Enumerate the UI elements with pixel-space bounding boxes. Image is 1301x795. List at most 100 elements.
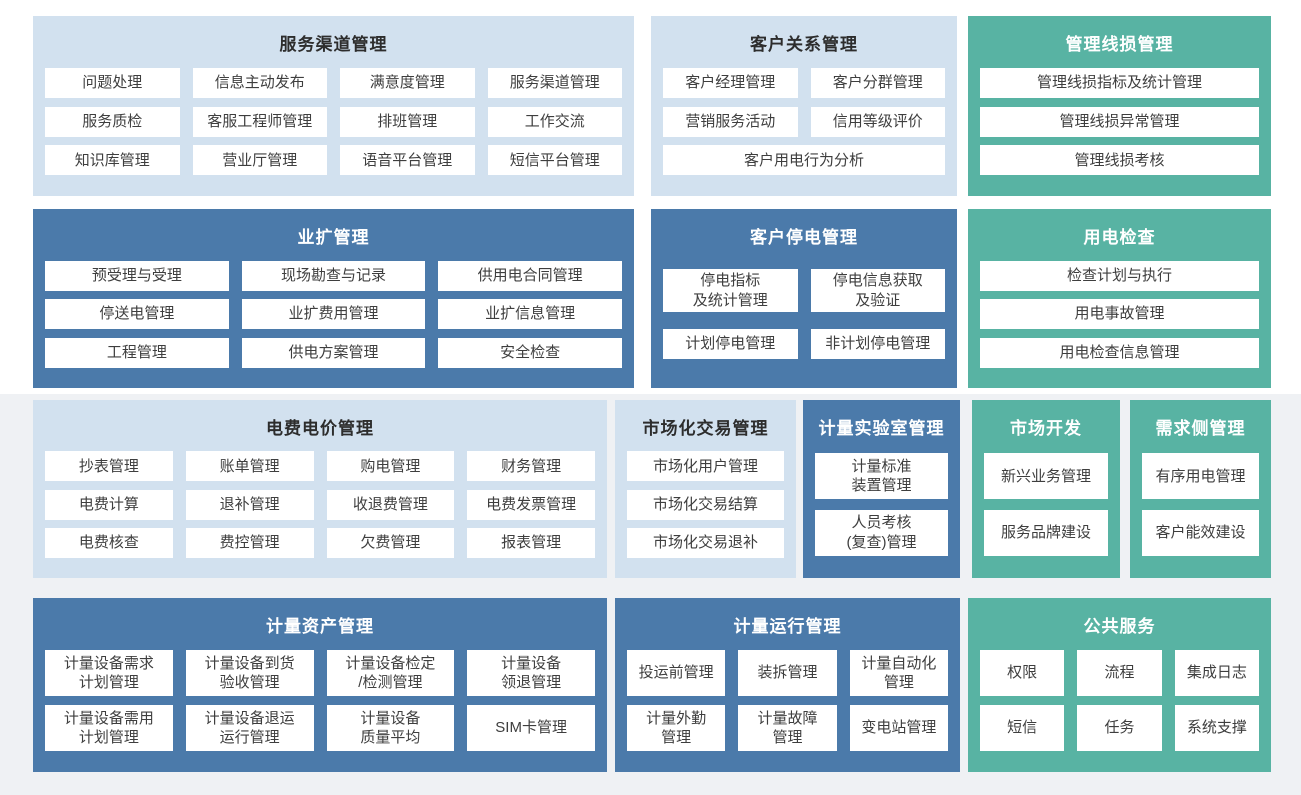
module-item: 排班管理	[340, 106, 475, 137]
module-item: 停电信息获取 及验证	[810, 269, 945, 312]
module-row: 服务质检客服工程师管理排班管理工作交流	[45, 106, 622, 137]
section-rows: 抄表管理账单管理购电管理财务管理电费计算退补管理收退费管理电费发票管理电费核查费…	[45, 443, 595, 566]
module-item: 集成日志	[1174, 650, 1259, 696]
module-item: 权限	[980, 650, 1065, 696]
module-item: 计量设备需求 计划管理	[45, 650, 173, 696]
module-item: 管理线损考核	[980, 145, 1259, 176]
module-item: 服务品牌建设	[984, 509, 1108, 556]
module-row: 用电检查信息管理	[980, 337, 1259, 368]
module-item: 满意度管理	[340, 67, 475, 98]
module-row: 客户经理管理客户分群管理	[663, 67, 945, 98]
module-item: 管理线损异常管理	[980, 106, 1259, 137]
module-item: 费控管理	[185, 527, 314, 558]
module-item: 客户分群管理	[810, 67, 945, 98]
module-item: 安全检查	[438, 337, 623, 368]
module-item: 计量设备需用 计划管理	[45, 705, 173, 751]
module-item: 知识库管理	[45, 145, 180, 176]
module-item: 问题处理	[45, 67, 180, 98]
module-item: 现场勘查与记录	[241, 260, 426, 291]
module-item: 变电站管理	[849, 705, 948, 751]
section-title-metering-lab: 计量实验室管理	[818, 419, 945, 438]
section-title-tariff: 电费电价管理	[266, 419, 374, 438]
module-item: 语音平台管理	[340, 145, 475, 176]
module-item: 供用电合同管理	[438, 260, 623, 291]
module-row: 计量标准 装置管理	[815, 453, 948, 500]
module-item: 电费计算	[45, 489, 173, 520]
section-title-service-channel: 服务渠道管理	[279, 35, 388, 54]
section-rows: 停电指标 及统计管理停电信息获取 及验证计划停电管理非计划停电管理	[663, 252, 945, 376]
section-business-expansion: 业扩管理预受理与受理现场勘查与记录供用电合同管理停送电管理业扩费用管理业扩信息管…	[33, 209, 634, 388]
module-row: 抄表管理账单管理购电管理财务管理	[45, 451, 595, 482]
module-row: 客户能效建设	[1142, 509, 1259, 556]
module-row: 客户用电行为分析	[663, 145, 945, 176]
module-item: 信用等级评价	[810, 106, 945, 137]
module-item: 非计划停电管理	[810, 329, 945, 359]
section-rows: 问题处理信息主动发布满意度管理服务渠道管理服务质检客服工程师管理排班管理工作交流…	[45, 59, 622, 184]
section-title-public-services: 公共服务	[1083, 617, 1156, 636]
module-item: 收退费管理	[326, 489, 455, 520]
module-item: 计量自动化 管理	[849, 650, 948, 696]
module-item: 业扩费用管理	[241, 299, 426, 329]
module-row: 计量外勤 管理计量故障 管理变电站管理	[627, 705, 948, 751]
module-item: 工程管理	[45, 337, 229, 368]
module-item: 市场化交易结算	[627, 489, 784, 520]
section-title-market-development: 市场开发	[1010, 419, 1082, 438]
module-row: 服务品牌建设	[984, 509, 1108, 556]
module-item: 停送电管理	[45, 299, 229, 329]
section-rows: 权限流程集成日志短信任务系统支撑	[980, 641, 1259, 760]
module-item: 营销服务活动	[663, 106, 798, 137]
module-row: 市场化交易结算	[627, 489, 784, 520]
module-item: 计量设备 领退管理	[467, 650, 595, 696]
module-row: 计划停电管理非计划停电管理	[663, 329, 945, 359]
module-row: 停电指标 及统计管理停电信息获取 及验证	[663, 269, 945, 312]
section-market-trading: 市场化交易管理市场化用户管理市场化交易结算市场化交易退补	[615, 400, 796, 578]
module-row: 管理线损异常管理	[980, 106, 1259, 137]
section-demand-side: 需求侧管理有序用电管理客户能效建设	[1130, 400, 1271, 578]
module-row: 投运前管理装拆管理计量自动化 管理	[627, 650, 948, 696]
module-row: 新兴业务管理	[984, 453, 1108, 500]
section-tariff: 电费电价管理抄表管理账单管理购电管理财务管理电费计算退补管理收退费管理电费发票管…	[33, 400, 607, 578]
module-item: 服务渠道管理	[487, 67, 622, 98]
module-item: 客户能效建设	[1142, 509, 1259, 556]
section-title-demand-side: 需求侧管理	[1155, 419, 1246, 438]
module-row: 电费计算退补管理收退费管理电费发票管理	[45, 489, 595, 520]
section-rows: 有序用电管理客户能效建设	[1142, 443, 1259, 566]
section-title-business-expansion: 业扩管理	[297, 228, 370, 247]
module-item: 供电方案管理	[241, 337, 426, 368]
module-item: 市场化交易退补	[627, 527, 784, 558]
module-item: 计量设备到货 验收管理	[185, 650, 314, 696]
module-row: 人员考核 (复查)管理	[815, 509, 948, 556]
section-rows: 客户经理管理客户分群管理营销服务活动信用等级评价客户用电行为分析	[663, 59, 945, 184]
module-row: 权限流程集成日志	[980, 650, 1259, 696]
module-item: 业扩信息管理	[438, 299, 623, 329]
section-title-customer-outage: 客户停电管理	[750, 228, 858, 247]
module-item: 计划停电管理	[663, 329, 798, 359]
module-row: 市场化交易退补	[627, 527, 784, 558]
module-row: 计量设备需求 计划管理计量设备到货 验收管理计量设备检定 /检测管理计量设备 领…	[45, 650, 595, 696]
module-item: 计量设备检定 /检测管理	[326, 650, 455, 696]
section-market-development: 市场开发新兴业务管理服务品牌建设	[972, 400, 1120, 578]
section-rows: 市场化用户管理市场化交易结算市场化交易退补	[627, 443, 784, 566]
section-rows: 新兴业务管理服务品牌建设	[984, 443, 1108, 566]
module-row: 管理线损考核	[980, 145, 1259, 176]
module-item: 用电检查信息管理	[980, 337, 1259, 368]
module-item: SIM卡管理	[467, 705, 595, 751]
module-item: 计量标准 装置管理	[815, 453, 948, 500]
section-power-inspection: 用电检查检查计划与执行用电事故管理用电检查信息管理	[968, 209, 1271, 388]
module-row: 管理线损指标及统计管理	[980, 67, 1259, 98]
module-item: 客户经理管理	[663, 67, 798, 98]
section-title-customer-relationship: 客户关系管理	[750, 35, 858, 54]
module-item: 装拆管理	[738, 650, 837, 696]
module-row: 用电事故管理	[980, 299, 1259, 329]
section-rows: 管理线损指标及统计管理管理线损异常管理管理线损考核	[980, 59, 1259, 184]
section-title-metering-assets: 计量资产管理	[266, 617, 374, 636]
module-item: 市场化用户管理	[627, 451, 784, 482]
module-item: 客户用电行为分析	[663, 145, 945, 176]
section-title-market-trading: 市场化交易管理	[642, 419, 769, 438]
section-rows: 计量设备需求 计划管理计量设备到货 验收管理计量设备检定 /检测管理计量设备 领…	[45, 641, 595, 760]
module-row: 短信任务系统支撑	[980, 705, 1259, 751]
module-item: 客服工程师管理	[192, 106, 327, 137]
module-item: 有序用电管理	[1142, 453, 1259, 500]
